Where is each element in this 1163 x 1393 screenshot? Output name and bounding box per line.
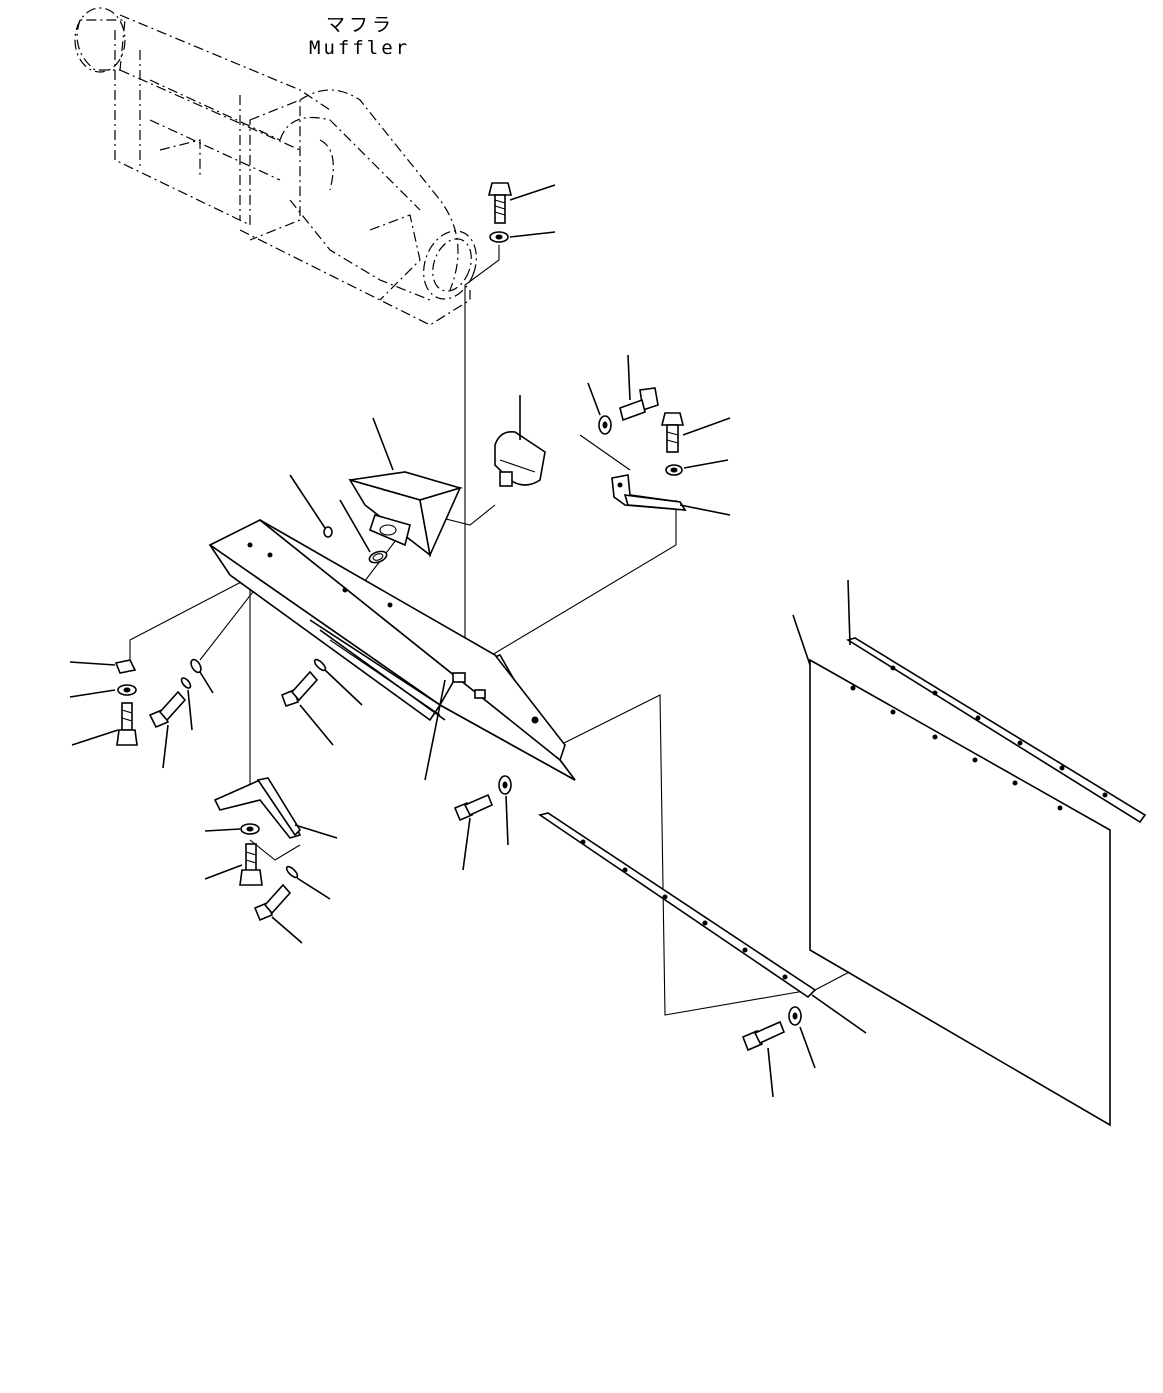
muffler-bolt bbox=[487, 182, 556, 224]
left-bolt-angled bbox=[148, 690, 187, 769]
lower-bolt-vertical bbox=[204, 843, 263, 886]
upper-retainer-bar bbox=[846, 579, 1147, 824]
lower-retainer-bar bbox=[538, 812, 867, 1034]
bracket-bolt-vertical bbox=[660, 412, 731, 453]
left-bolt-vertical bbox=[71, 702, 138, 746]
mid-washer bbox=[498, 775, 512, 846]
muffler-assembly bbox=[74, 7, 477, 326]
main-cover-plate bbox=[208, 519, 576, 781]
center-bolt bbox=[280, 670, 334, 746]
chute-box bbox=[348, 417, 463, 558]
flap-washer bbox=[788, 1006, 816, 1069]
muffler-washer bbox=[489, 231, 556, 243]
left-washer bbox=[69, 684, 137, 698]
small-clip-b bbox=[180, 677, 193, 731]
lower-washer bbox=[204, 823, 260, 835]
mud-flap bbox=[792, 614, 1111, 1127]
plate-nut-a bbox=[289, 474, 333, 538]
plate-grommet bbox=[339, 499, 388, 564]
rain-cap bbox=[494, 395, 546, 487]
bracket-bolt-horizontal bbox=[619, 354, 659, 422]
lower-bolt-angled bbox=[253, 883, 303, 944]
flap-bolt bbox=[741, 1020, 786, 1098]
muffler-label-jp: マフラ bbox=[326, 14, 396, 36]
left-clip bbox=[69, 659, 137, 674]
bracket-washer-b bbox=[665, 459, 729, 476]
mid-bolt bbox=[453, 793, 494, 871]
lower-clip bbox=[285, 865, 331, 900]
support-bracket-lower bbox=[213, 777, 338, 839]
support-bracket-upper bbox=[611, 474, 731, 516]
bracket-washer-a bbox=[587, 382, 612, 435]
muffler-label-en: Muffler bbox=[309, 37, 411, 59]
center-clip bbox=[313, 658, 363, 706]
small-clip-a bbox=[190, 658, 214, 694]
